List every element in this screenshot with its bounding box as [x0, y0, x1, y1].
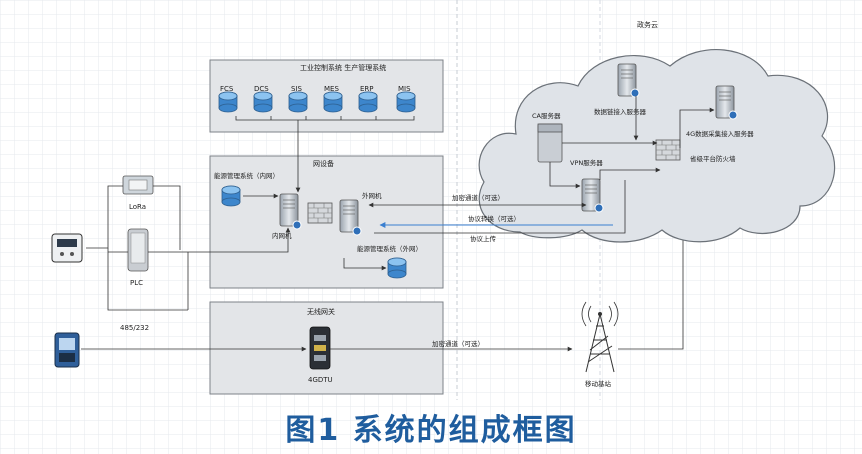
- base-station-label: 移动基站: [585, 379, 612, 388]
- system-label: SIS: [291, 85, 303, 93]
- data-gateway-label: 数据链接入服务器: [594, 107, 647, 116]
- vpn-label: VPN服务器: [570, 158, 603, 167]
- inner-database: [221, 185, 241, 207]
- outer-database: [387, 257, 407, 279]
- channel-4g-label: 加密通道（可选）: [432, 339, 484, 348]
- top-panel-title: 工业控制系统 生产管理系统: [300, 63, 386, 72]
- upload-label: 协议上传: [470, 234, 497, 243]
- mid-panel-title: 网设备: [313, 159, 334, 168]
- bus-label: 485/232: [120, 324, 149, 332]
- plc-label: PLC: [130, 279, 143, 287]
- gateway-4g-label: 4G数据采集接入服务器: [686, 129, 754, 138]
- ca-server-icon: [537, 123, 563, 163]
- meter-4g-device-icon: [54, 332, 80, 368]
- system-label: DCS: [254, 85, 269, 93]
- system-label: MIS: [398, 85, 411, 93]
- system-label: FCS: [220, 85, 234, 93]
- protocol-convert-label: 协议转换（可选）: [468, 214, 520, 223]
- inner-system-label: 能源管理系统（内网）: [214, 171, 279, 180]
- outer-host-label: 外网机: [362, 191, 382, 200]
- lora-device: LoRa: [122, 175, 154, 211]
- cloud-firewall-icon: [655, 139, 681, 161]
- outer-system-label: 能源管理系统（外网）: [357, 244, 422, 253]
- system-label: MES: [324, 85, 339, 93]
- wireless-panel-title: 无线网关: [307, 307, 335, 316]
- system-MES: [323, 91, 343, 113]
- system-ERP: [358, 91, 378, 113]
- system-DCS: [253, 91, 273, 113]
- mid-panel: 网设备 能源管理系统（内网） 内网机 外网机 能源管理系统（外网）: [209, 155, 444, 289]
- system-SIS: [288, 91, 308, 113]
- encrypt-line-label: 加密通道（可选）: [452, 193, 504, 202]
- firewall-label: 省级平台防火墙: [690, 154, 736, 163]
- wireless-panel: 无线网关 4GDTU: [209, 301, 444, 395]
- lora-label: LoRa: [129, 203, 146, 211]
- system-MIS: [396, 91, 416, 113]
- cloud-title: 政务云: [637, 20, 658, 29]
- system-FCS: [218, 91, 238, 113]
- dtu-label: 4GDTU: [308, 376, 333, 384]
- tower-icon: [581, 301, 619, 373]
- dtu-device-icon: [309, 326, 331, 370]
- system-label: ERP: [360, 85, 374, 93]
- firewall-icon: [307, 202, 333, 224]
- inner-host-label: 内网机: [272, 231, 292, 240]
- plc-device: PLC: [127, 228, 149, 287]
- figure-caption: 图1 系统的组成框图: [285, 413, 577, 448]
- meter-device-icon: [51, 233, 83, 263]
- ca-label: CA服务器: [532, 111, 561, 120]
- top-panel: 工业控制系统 生产管理系统 FCS DCS SIS MES ERP MIS: [209, 59, 444, 133]
